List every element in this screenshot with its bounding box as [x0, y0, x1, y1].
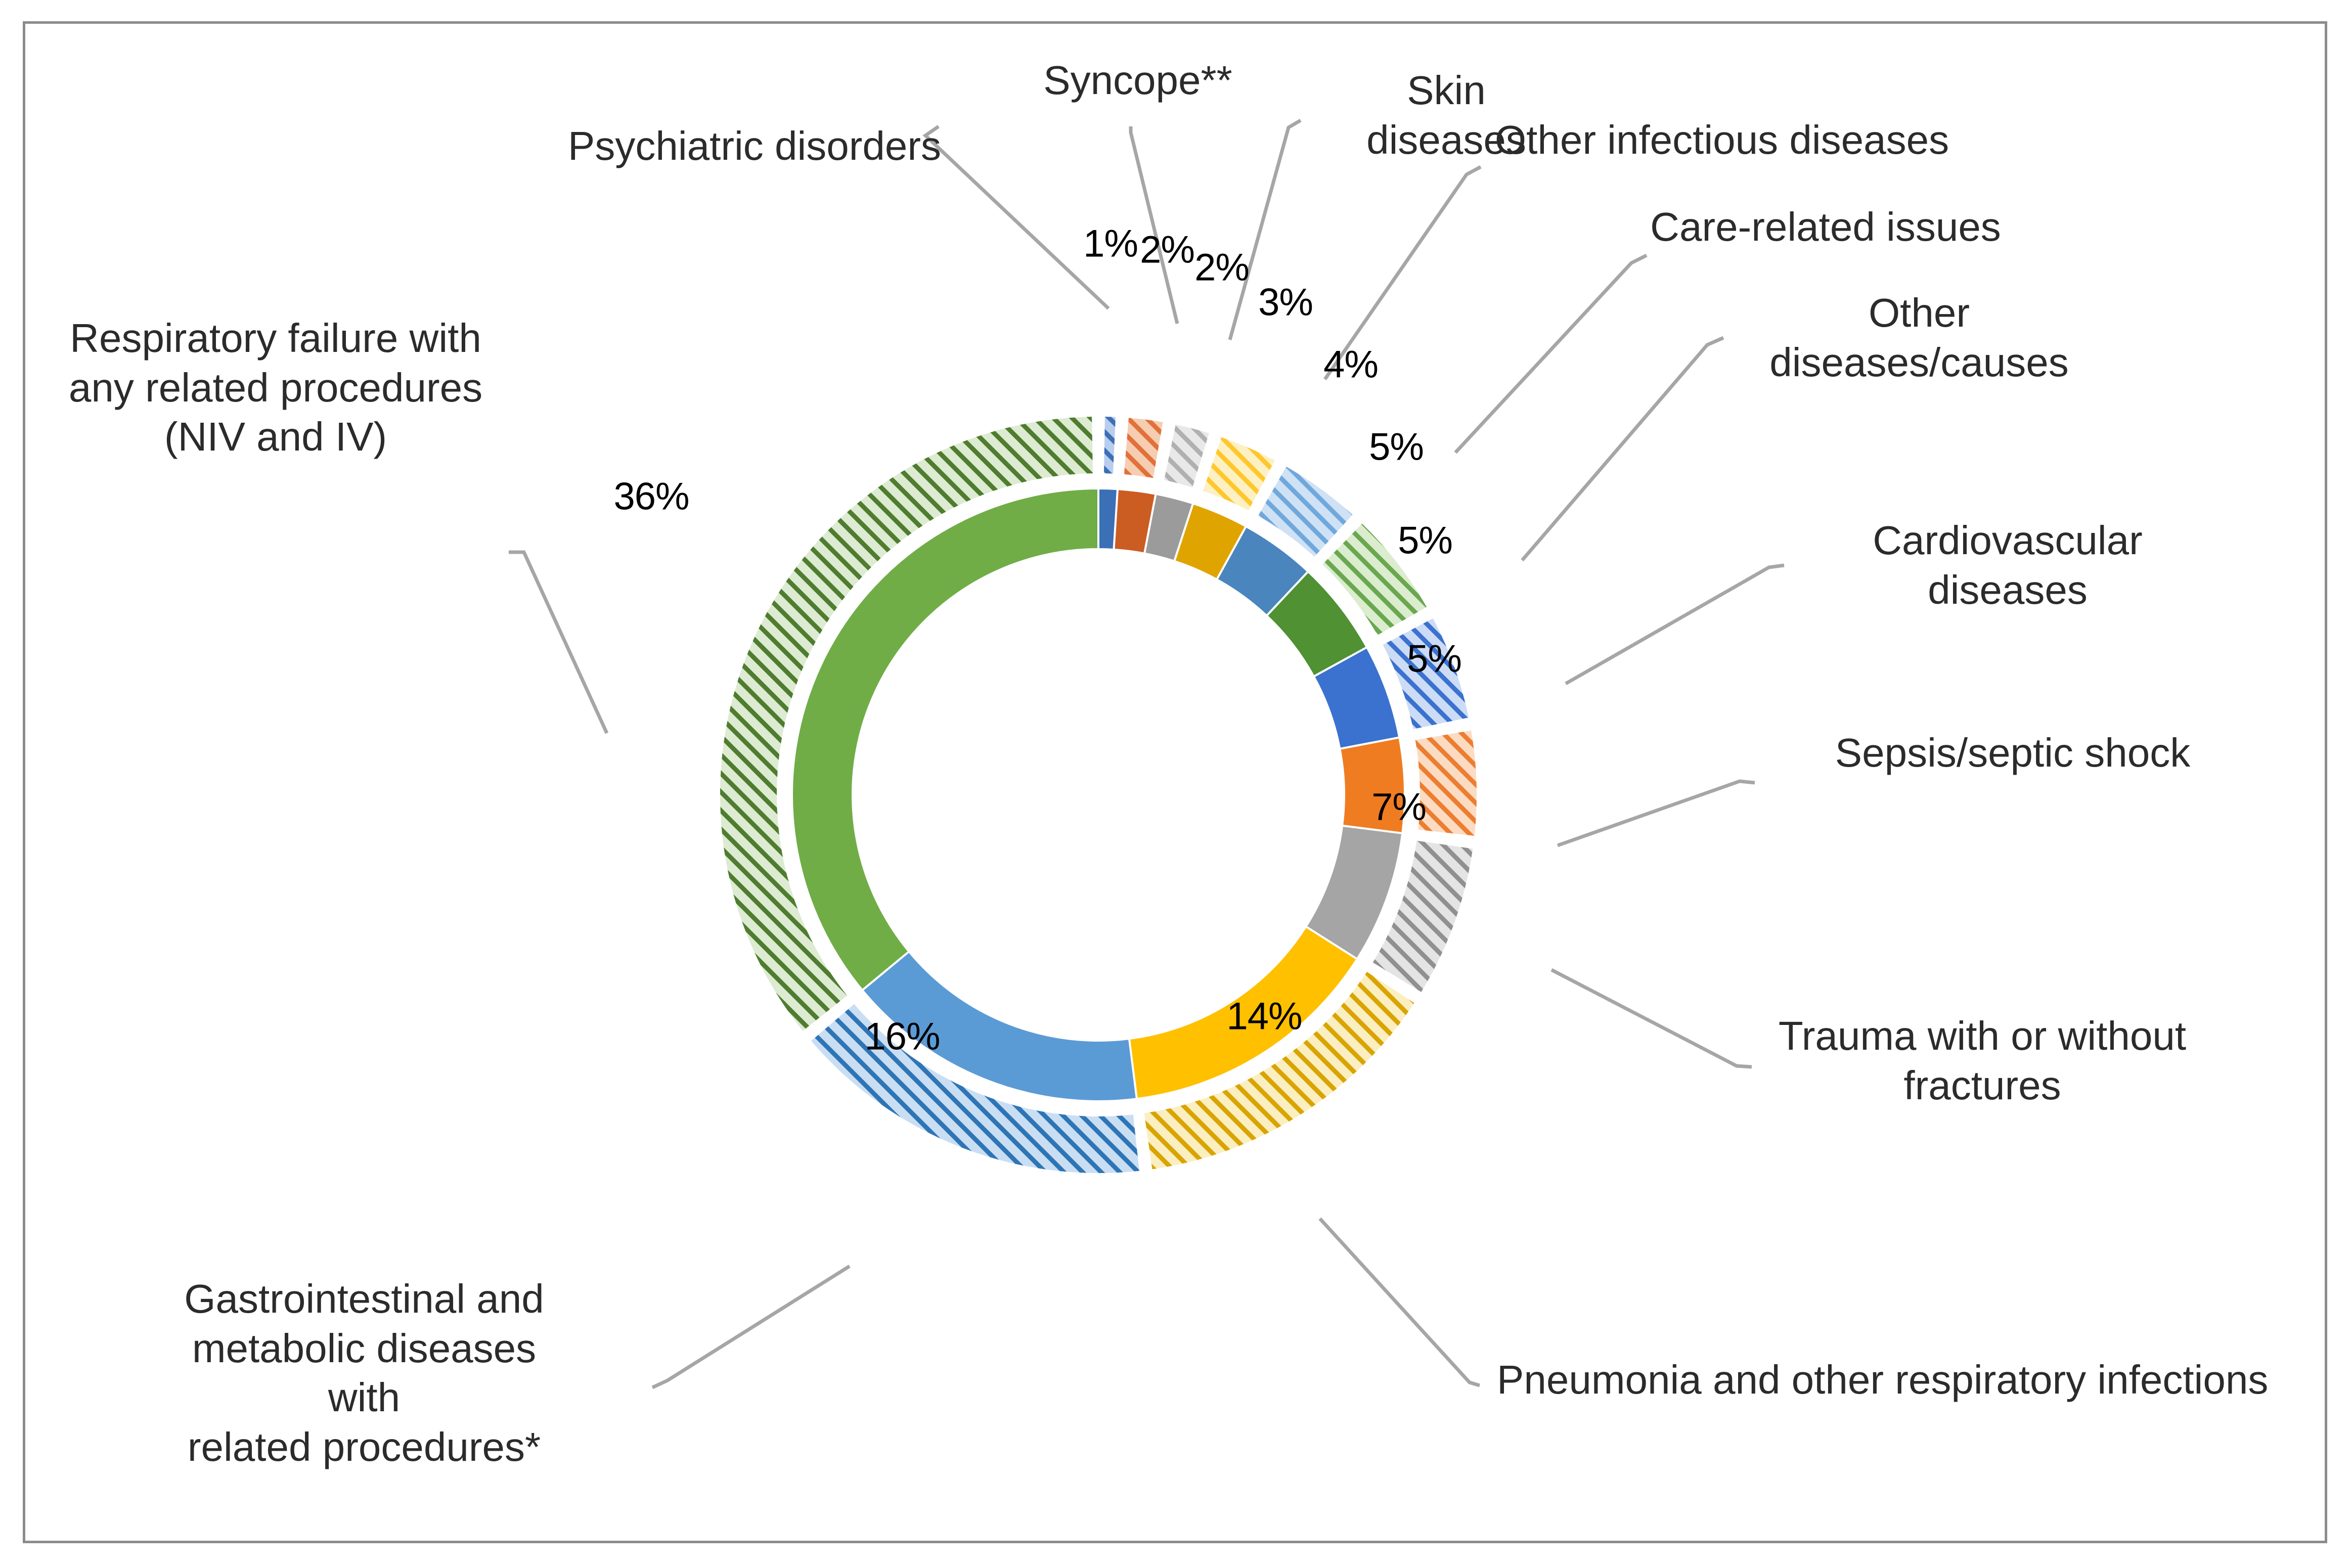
callout-label-psychiatric-disorders: Psychiatric disorders — [567, 123, 941, 168]
leader-psychiatric — [922, 125, 1110, 310]
callout-label-trauma-fractures: Trauma with or without fractures — [1778, 1013, 2187, 1108]
percentage-label-10: 16% — [864, 1015, 940, 1058]
callout-label-sepsis-septic-shock: Sepsis/septic shock — [1835, 730, 2191, 775]
callout-label-other-infectious: Other infectious diseases — [1494, 117, 1949, 162]
outer-ring-segments — [720, 417, 1477, 1173]
percentage-label-5: 5% — [1369, 425, 1424, 469]
leader-cardio — [1565, 563, 1785, 686]
callout-label-skin-diseases: Skin diseases — [1366, 68, 1526, 162]
leader-care — [1454, 253, 1648, 454]
callout-label-other-diseases-causes: Other diseases/causes — [1769, 290, 2069, 385]
outer-ring-slice-11 — [720, 417, 1093, 1031]
leader-respiratory — [509, 550, 609, 734]
percentage-label-9: 14% — [1226, 995, 1302, 1038]
leader-infectious — [1323, 165, 1482, 380]
callout-label-care-related-issues: Care-related issues — [1650, 204, 2001, 249]
leader-trauma — [1550, 968, 1752, 1069]
percentage-label-6: 5% — [1398, 519, 1453, 562]
leader-lines — [509, 118, 1785, 1390]
outer-ring-slice-4 — [1258, 466, 1353, 557]
leader-pneumonia — [1318, 1217, 1481, 1387]
callout-label-gastrointestinal-metabolic: Gastrointestinal and metabolic diseases … — [184, 1276, 544, 1469]
outer-ring-slice-0 — [1103, 417, 1116, 474]
outer-ring-slice-8 — [1372, 840, 1473, 992]
percentage-label-2: 2% — [1194, 246, 1250, 289]
percentage-label-8: 7% — [1371, 785, 1427, 829]
outer-ring-slice-1 — [1124, 418, 1163, 478]
percentage-label-7: 5% — [1407, 637, 1462, 681]
figure-border — [23, 21, 2327, 1543]
leader-sepsis — [1557, 779, 1755, 847]
outer-ring-slice-5 — [1322, 523, 1427, 636]
outer-ring-slice-10 — [811, 1004, 1139, 1173]
callout-label-respiratory-failure: Respiratory failure with any related pro… — [68, 316, 483, 460]
percentage-label-1: 2% — [1140, 228, 1195, 272]
leader-gastro — [651, 1265, 851, 1390]
outer-ring-slice-7 — [1415, 730, 1477, 836]
callout-label-cardiovascular: Cardiovascular diseases — [1873, 518, 2143, 612]
inner-ring-segments — [791, 487, 1406, 1102]
outer-ring-slice-6 — [1383, 618, 1469, 730]
percentage-label-0: 1% — [1083, 222, 1138, 265]
outer-ring-slice-9 — [1144, 972, 1414, 1170]
leader-skin — [1228, 118, 1302, 340]
percentage-label-4: 4% — [1323, 343, 1379, 386]
leader-other-dis — [1521, 336, 1724, 562]
outer-ring-slice-2 — [1164, 424, 1209, 487]
percentage-label-3: 3% — [1258, 281, 1313, 324]
percentage-label-11: 36% — [613, 475, 689, 518]
leader-syncope — [1129, 126, 1179, 324]
inner-ring-slice-11 — [791, 487, 1099, 992]
callout-label-pneumonia-resp-infections: Pneumonia and other respiratory infectio… — [1497, 1357, 2269, 1402]
callout-label-syncope: Syncope** — [1043, 58, 1232, 103]
outer-ring-slice-3 — [1203, 437, 1275, 511]
